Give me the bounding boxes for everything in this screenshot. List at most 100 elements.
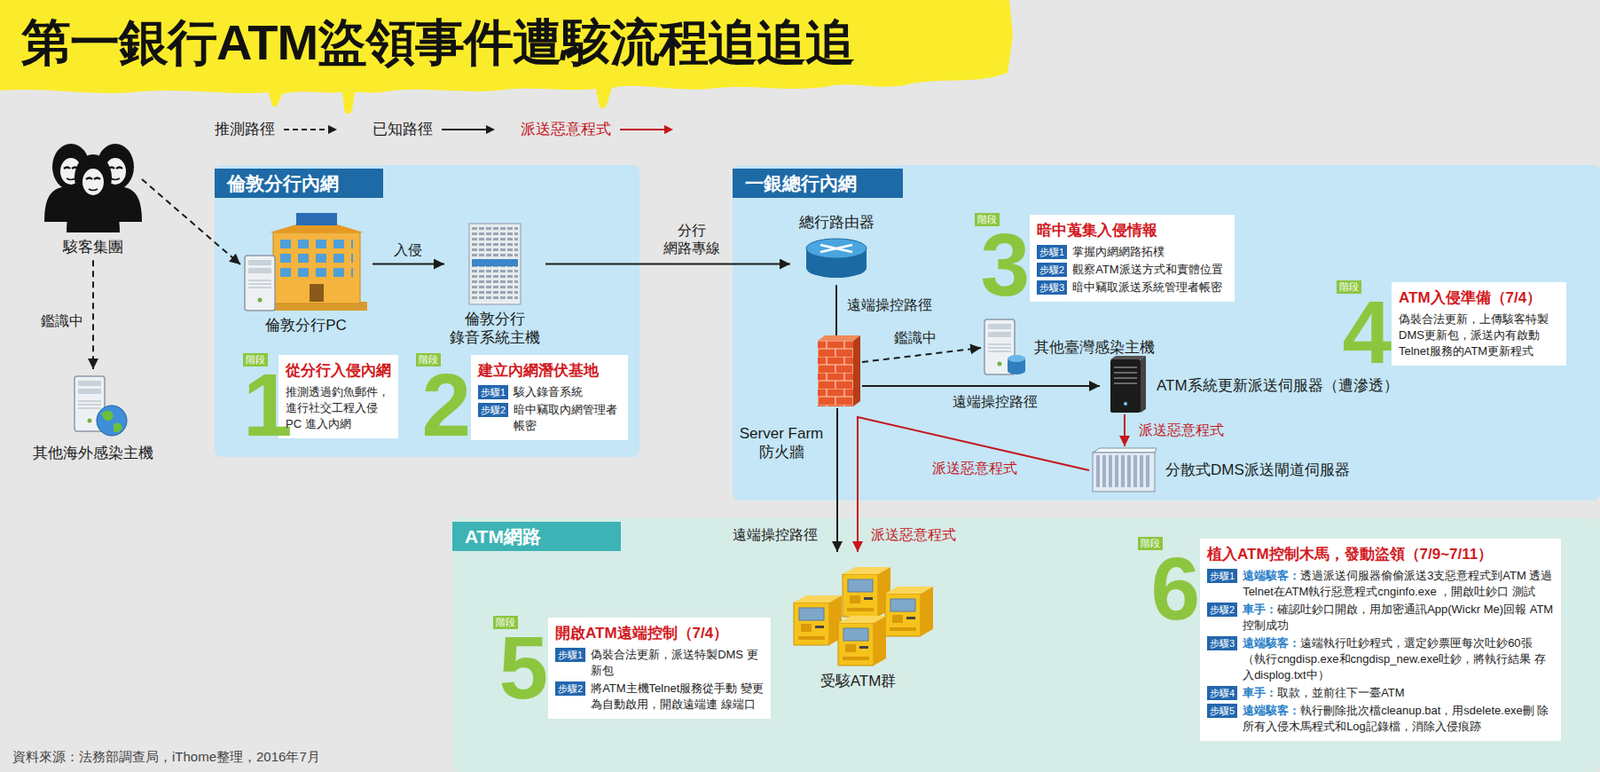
connector-label: 分行 網路專線 bbox=[660, 221, 723, 258]
stage-panel: 建立內網潛伏基地步驟1駭入錄音系統步驟2 暗中竊取內網管理者 帳密 bbox=[470, 354, 628, 440]
actor-name: 遠端駭客： bbox=[1242, 568, 1301, 582]
diagram-title: 第一銀行ATM盜領事件遭駭流程追追追 bbox=[21, 12, 855, 72]
stage-box: 階段5開啟ATM遠端控制（7/4）步驟1偽裝合法更新，派送特製DMS 更新包步驟… bbox=[493, 617, 771, 719]
stage-body: 推測透過釣魚郵件， 進行社交工程入侵PC 進入內網 bbox=[285, 384, 392, 432]
stage-title: 建立內網潛伏基地 bbox=[478, 360, 621, 382]
legend-item: 已知路徑 bbox=[372, 120, 497, 139]
connector-label: 遠端操控路徑 bbox=[949, 392, 1041, 411]
step-tag: 步驟2 bbox=[555, 681, 586, 696]
step-tag: 步驟3 bbox=[1036, 280, 1067, 295]
hacker-icon bbox=[66, 154, 120, 233]
legend-line bbox=[283, 128, 330, 131]
actor-name: 遠端駭客： bbox=[1242, 635, 1301, 650]
gateway-server: 分散式DMS派送閘道伺服器 bbox=[1090, 447, 1350, 494]
recorder-rack-icon bbox=[471, 227, 518, 302]
stage-tag: 階段 bbox=[415, 352, 441, 367]
infected-host: 其他臺灣感染主機 bbox=[982, 321, 1155, 375]
stage-title: ATM入侵準備（7/4） bbox=[1398, 287, 1560, 309]
connector bbox=[545, 263, 791, 266]
stage-tag: 階段 bbox=[1336, 280, 1362, 294]
step-row: 步驟2車手：確認吐鈔口開啟，用加密通訊App(Wickr Me)回報 ATM控制… bbox=[1207, 601, 1554, 634]
node-label: Server Farm 防火牆 bbox=[732, 423, 831, 463]
region-panel bbox=[732, 164, 1600, 501]
node-label: ATM系統更新派送伺服器（遭滲透） bbox=[1156, 376, 1399, 395]
network-region: 一銀總行內網總行路由器 Server Farm 防火牆 其他臺灣感染主機ATM系統更… bbox=[732, 164, 1600, 501]
step-text: 掌握內網網路拓樸 bbox=[1072, 244, 1165, 259]
step-tag: 步驟2 bbox=[478, 402, 509, 417]
step-row: 步驟2觀察ATM派送方式和實體位置 bbox=[1036, 261, 1228, 278]
firewall-icon bbox=[817, 335, 861, 407]
node-label: 受駭ATM群 bbox=[780, 671, 936, 691]
step-tag: 步驟4 bbox=[1207, 685, 1238, 700]
atm-group: 受駭ATM群 bbox=[780, 552, 936, 691]
step-row: 步驟1駭入錄音系統 bbox=[478, 384, 621, 400]
firewall-icon bbox=[817, 335, 861, 341]
connector bbox=[862, 384, 1100, 387]
step-text: 暗中竊取內網管理者 帳密 bbox=[513, 402, 618, 432]
title-brush bbox=[0, 0, 1013, 114]
bank-branch-icon bbox=[244, 255, 275, 311]
recorder-rack-icon bbox=[469, 223, 521, 305]
gateway-server-icon bbox=[1096, 454, 1152, 489]
router-icon bbox=[806, 238, 867, 259]
overseas-host-icon bbox=[101, 409, 123, 432]
step-text: 確認吐鈔口開啟，用加密通訊App(Wickr Me)回報 ATM控制成功 bbox=[1242, 602, 1553, 632]
step-row: 步驟2 暗中竊取內網管理者 帳密 bbox=[478, 401, 621, 434]
step-tag: 步驟1 bbox=[1036, 244, 1067, 259]
router-icon bbox=[820, 244, 853, 252]
gateway-server-icon bbox=[1092, 452, 1155, 492]
update-server-icon bbox=[1110, 355, 1146, 360]
stage-number: 5 bbox=[493, 629, 549, 706]
path-label: 派送惡意程式 bbox=[868, 525, 959, 544]
step-text: 觀察ATM派送方式和實體位置 bbox=[1072, 262, 1223, 276]
firewall-icon bbox=[817, 340, 854, 407]
update-server-icon bbox=[1110, 359, 1141, 413]
connector-label: 入侵 bbox=[391, 241, 425, 259]
legend-arrowhead bbox=[328, 125, 338, 134]
step-text: 將ATM主機Telnet服務從手動 變更為自動啟用，開啟遠端連 線端口 bbox=[590, 681, 764, 711]
stage-box: 階段2 建立內網潛伏基地步驟1駭入錄音系統步驟2 暗中竊取內網管理者 帳密 bbox=[415, 354, 628, 440]
hacker-group: 駭客集團 bbox=[44, 143, 142, 257]
step-column: 偽裝合法更新，派送特製DMS 更新包 bbox=[590, 646, 764, 679]
connector-label: 鑑識中 bbox=[891, 329, 940, 347]
step-text: 暗中竊取派送系統管理者帳密 bbox=[1072, 280, 1223, 294]
region-title: 一銀總行內網 bbox=[732, 168, 903, 198]
step-tag: 步驟1 bbox=[1207, 568, 1238, 583]
hacker-icon bbox=[44, 143, 142, 233]
legend-arrowhead bbox=[664, 125, 674, 134]
atm-group-icon bbox=[885, 586, 934, 636]
stage-panel: ATM入侵準備（7/4）偽裝合法更新，上傳駭客特製 DMS更新包，派送內有啟動 … bbox=[1391, 282, 1567, 366]
step-tag: 步驟2 bbox=[1207, 602, 1238, 617]
step-column: 暗中竊取派送系統管理者帳密 bbox=[1072, 279, 1228, 296]
legend-text: 派送惡意程式 bbox=[520, 120, 612, 139]
step-row: 步驟5遠端駭客：執行刪除批次檔cleanup.bat，用sdelete.exe刪… bbox=[1207, 702, 1554, 735]
recorder-server: 倫敦分行 錄音系統主機 bbox=[446, 221, 544, 348]
node-label: 駭客集團 bbox=[44, 237, 142, 257]
connector bbox=[372, 263, 445, 266]
atm-group-icon bbox=[842, 566, 891, 617]
step-text: 偽裝合法更新，派送特製DMS 更新包 bbox=[590, 647, 759, 677]
branch-pc: 倫敦分行PC bbox=[241, 209, 371, 335]
legend-arrowhead bbox=[486, 125, 495, 134]
gateway-server-icon bbox=[1092, 447, 1157, 492]
stage-box: 階段6植入ATM控制木馬，發動盜領（7/9~7/11）步驟1遠端駭客：透過派送伺… bbox=[1137, 538, 1561, 741]
legend-line bbox=[441, 128, 488, 131]
stage-panel: 開啟ATM遠端控制（7/4）步驟1偽裝合法更新，派送特製DMS 更新包步驟2將A… bbox=[548, 617, 771, 719]
firewall bbox=[814, 337, 861, 408]
router-icon bbox=[806, 238, 867, 278]
bank-branch-icon bbox=[280, 239, 353, 281]
stage-number: 2 bbox=[415, 367, 471, 443]
stage-tag: 階段 bbox=[974, 212, 1000, 227]
connector bbox=[92, 259, 95, 369]
stage-number: 4 bbox=[1336, 294, 1392, 370]
connector-label: 派送惡意程式 bbox=[929, 459, 1020, 478]
stage-box: 階段3暗中蒐集入侵情報步驟1掌握內網網路拓樸步驟2觀察ATM派送方式和實體位置步… bbox=[974, 214, 1235, 302]
actor-name: 車手： bbox=[1242, 685, 1278, 699]
step-row: 步驟3遠端駭客：遠端執行吐鈔程式，選定鈔票匣每次吐鈔60張 （執行cngdisp… bbox=[1207, 635, 1554, 683]
connector bbox=[862, 347, 981, 362]
node-label: 其他海外感染主機 bbox=[26, 443, 160, 463]
step-column: 遠端駭客：透過派送伺服器偷偷派送3支惡意程式到ATM 透過Telnet在ATM執… bbox=[1242, 567, 1554, 600]
branch-pc bbox=[241, 209, 371, 313]
node-label: 總行路由器 bbox=[792, 212, 881, 232]
